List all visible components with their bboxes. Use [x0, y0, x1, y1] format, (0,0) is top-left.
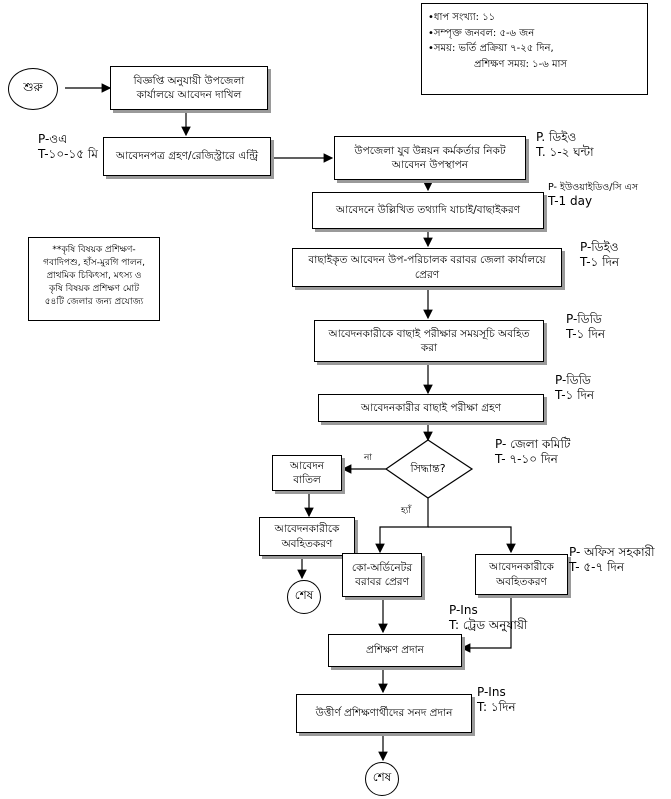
annotation-time: T- ৭-১০ দিন	[495, 452, 558, 466]
annotation-person: P- অফিস সহকারী	[569, 545, 655, 559]
annotation-notify-selected: P- অফিস সহকারী T- ৫-৭ দিন	[569, 545, 655, 575]
annotation-person: P-ডিডি	[555, 373, 591, 387]
note-line-1: **কৃষি বিষয়ক প্রশিক্ষণ-	[52, 245, 136, 255]
end-node-rejected: শেষ	[287, 580, 321, 614]
training-note: **কৃষি বিষয়ক প্রশিক্ষণ- গবাদিপশু, হাঁস-…	[28, 237, 160, 321]
connector-decision-split-right	[428, 526, 516, 554]
info-time: •সময়: ভর্তি প্রক্রিয়া ৭-২৫ দিন,	[428, 43, 554, 54]
annotation-time: T- ৫-৭ দিন	[569, 560, 625, 574]
annotation-test: P-ডিডি T-১ দিন	[555, 373, 594, 403]
annotation-verify: P- ইউওয়াইডিও/সি এস T-1 day	[548, 182, 638, 209]
end-node: শেষ	[365, 762, 399, 796]
info-training-time: প্রশিক্ষণ সময়: ১-৬ মাস	[474, 58, 568, 70]
annotation-person: P-Ins	[449, 603, 478, 617]
step-provide-training: প্রশিক্ষণ প্রদান	[328, 634, 462, 667]
annotation-time: T-1 day	[548, 193, 593, 208]
step-notify-applicant-selected: আবেদনকারীকে অবহিতকরণ	[475, 554, 568, 595]
step-receive-register: আবেদনপত্র গ্রহণ/রেজিস্ট্রারে এন্ট্রি	[103, 137, 271, 176]
annotation-training: P-Ins T: ট্রেড অনুযায়ী	[449, 603, 527, 633]
annotation-time: T: ট্রেড অনুযায়ী	[449, 618, 528, 632]
annotation-person: P- জেলা কমিটি	[495, 437, 571, 451]
label-no: না	[364, 453, 372, 463]
note-line-4: কৃষি বিষয়ক প্রশিক্ষণ মোট	[48, 284, 140, 295]
step-forward-to-district: বাছাইকৃত আবেদন উপ-পরিচালক বরাবর জেলা কার…	[292, 248, 562, 287]
annotation-person: P- ইউওয়াইডিও/সি এস	[548, 182, 639, 193]
note-line-3: প্রাথমিক চিকিৎসা, মৎস্য ও	[46, 271, 142, 282]
annotation-time: T-১০-১৫ মি	[38, 147, 98, 161]
step-selection-test: আবেদনকারীর বাছাই পরীক্ষা গ্রহণ	[318, 394, 544, 422]
step-verify-info: আবেদনে উল্লিখিত তথ্যাদি যাচাই/বাছাইকরণ	[312, 192, 544, 229]
connector-notify-to-training	[460, 595, 512, 653]
start-node: শুরু	[8, 68, 58, 110]
annotation-time: T. ১-২ ঘন্টা	[536, 145, 594, 159]
annotation-person: P-ডিডি	[566, 312, 602, 326]
step-provide-certificate: উত্তীর্ণ প্রশিক্ষণার্থীদের সনদ প্রদান	[296, 694, 472, 733]
step-submit-application: বিজ্ঞপ্তি অনুযায়ী উপজেলা কার্যালয়ে আবে…	[110, 66, 268, 110]
annotation-forward: P-ডিইও T-১ দিন	[580, 240, 619, 270]
annotation-person: P-ওএ	[38, 132, 68, 146]
label-yes: হ্যাঁ	[401, 506, 411, 516]
step-notify-schedule: আবেদনকারীকে বাছাই পরীক্ষার সময়সূচি অবহি…	[314, 320, 544, 362]
info-steps: •ধাপ সংখ্যা: ১১	[428, 12, 496, 23]
annotation-certificate: P-Ins T: ১দিন	[477, 685, 516, 715]
info-manpower: •সম্পৃক্ত জনবল: ৫-৬ জন	[428, 27, 535, 39]
annotation-decision: P- জেলা কমিটি T- ৭-১০ দিন	[495, 437, 570, 467]
step-present-to-officer: উপজেলা যুব উন্নয়ন কর্মকর্তার নিকট আবেদন…	[334, 136, 526, 180]
summary-info-box: •ধাপ সংখ্যা: ১১ •সম্পৃক্ত জনবল: ৫-৬ জন •…	[421, 3, 648, 95]
annotation-register: P-ওএ T-১০-১৫ মি	[38, 132, 98, 162]
annotation-time: T-১ দিন	[566, 327, 606, 341]
decision-diamond	[384, 439, 474, 499]
annotation-time: T-১ দিন	[580, 255, 620, 269]
step-send-to-coordinator: কো-অর্ডিনেটর বরাবর প্রেরণ	[342, 553, 422, 597]
annotation-time: T: ১দিন	[477, 700, 516, 714]
note-line-5: ৫৪টি জেলার জন্য প্রযোজ্য	[44, 297, 144, 308]
note-line-2: গবাদিপশু, হাঁস-মুরগি পালন,	[43, 258, 145, 269]
annotation-present: P. ডিইও T. ১-২ ঘন্টা	[536, 130, 594, 160]
step-reject-application: আবেদন বাতিল	[272, 455, 342, 491]
annotation-time: T-১ দিন	[555, 388, 595, 402]
step-notify-applicant-rejected: আবেদনকারীকে অবহিতকরণ	[259, 517, 355, 556]
annotation-person: P-ডিইও	[580, 240, 619, 254]
connector-decision-split	[375, 498, 429, 554]
annotation-person: P. ডিইও	[536, 130, 577, 144]
annotation-person: P-Ins	[477, 685, 506, 699]
annotation-schedule: P-ডিডি T-১ দিন	[566, 312, 605, 342]
decision-label: সিদ্ধান্ত?	[410, 461, 446, 475]
